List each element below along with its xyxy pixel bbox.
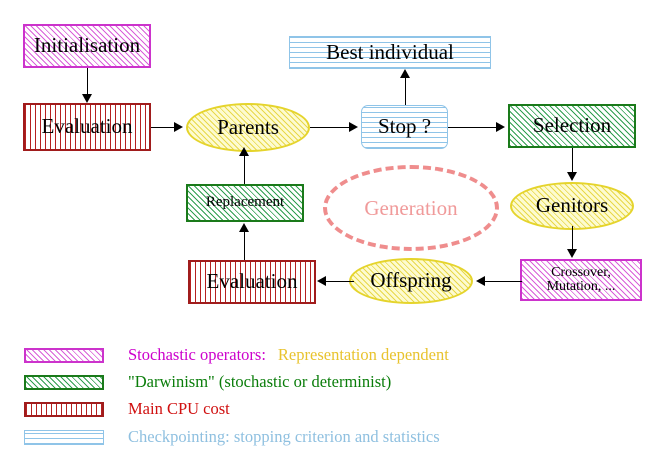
node-best-individual[interactable]: Best individual: [289, 36, 491, 69]
generation-label: Generation: [364, 195, 458, 220]
node-evaluation-top[interactable]: Evaluation: [23, 103, 151, 151]
generation-region: Generation: [323, 165, 499, 251]
edge-genitors-to-crossover: [572, 226, 573, 250]
edge-eval-to-replacement: [244, 232, 245, 260]
node-parents-label: Parents: [217, 114, 279, 139]
legend-swatch-magenta-diagonal-hatch: [24, 347, 104, 363]
legend-row-stochastic: Stochastic operators: Representation dep…: [0, 344, 449, 366]
edge-init-to-eval: [87, 68, 88, 96]
edge-replacement-to-parents-arrowhead: [239, 147, 249, 156]
legend-label-checkpointing: Checkpointing: stopping criterion and st…: [128, 427, 440, 446]
node-evaluation-bottom[interactable]: Evaluation: [188, 260, 316, 304]
edge-selection-to-genitors: [572, 148, 573, 174]
legend-label-stochastic: Stochastic operators:: [128, 345, 266, 364]
legend-row-darwinism: "Darwinism" (stochastic or determinist): [0, 371, 391, 393]
edge-genitors-to-crossover-arrowhead: [567, 249, 577, 258]
edge-stop-to-best: [405, 78, 406, 105]
node-best-individual-label: Best individual: [326, 39, 454, 64]
edge-parents-to-stop: [310, 127, 351, 128]
node-stop-label: Stop ?: [377, 114, 432, 139]
node-offspring-label: Offspring: [370, 268, 452, 293]
node-crossover-line2: Mutation, ...: [546, 279, 616, 294]
node-offspring[interactable]: Offspring: [349, 258, 473, 304]
edge-offspring-to-eval: [326, 281, 354, 282]
edge-selection-to-genitors-arrowhead: [567, 172, 577, 181]
legend-label-cpu-cost: Main CPU cost: [128, 399, 230, 418]
node-selection[interactable]: Selection: [508, 104, 636, 148]
node-selection-label: Selection: [532, 113, 612, 138]
edge-crossover-to-offspring: [484, 281, 522, 282]
legend-swatch-blue-horizontal-hatch: [24, 429, 104, 445]
edge-eval-to-parents-arrowhead: [174, 122, 183, 132]
legend-row-checkpointing: Checkpointing: stopping criterion and st…: [0, 426, 440, 448]
edge-stop-to-selection-arrowhead: [496, 122, 505, 132]
node-stop[interactable]: Stop ?: [361, 105, 448, 149]
edge-replacement-to-parents: [244, 152, 245, 184]
legend-label-darwinism: "Darwinism" (stochastic or determinist): [128, 372, 392, 391]
edge-eval-to-parents: [151, 127, 176, 128]
node-replacement[interactable]: Replacement: [186, 184, 304, 222]
node-initialisation[interactable]: Initialisation: [23, 24, 151, 68]
edge-crossover-to-offspring-arrowhead: [476, 276, 485, 286]
node-genitors[interactable]: Genitors: [510, 182, 634, 230]
node-evaluation-bottom-label: Evaluation: [206, 269, 298, 294]
edge-parents-to-stop-arrowhead: [349, 122, 358, 132]
legend-swatch-red-vertical-hatch: [24, 401, 104, 417]
node-crossover-mutation[interactable]: Crossover, Mutation, ...: [520, 259, 642, 301]
edge-stop-to-selection: [448, 127, 498, 128]
legend-row-cpu-cost: Main CPU cost: [0, 398, 230, 420]
edge-stop-to-best-arrowhead: [400, 69, 410, 78]
node-evaluation-top-label: Evaluation: [41, 114, 133, 139]
legend-swatch-green-diagonal-hatch: [24, 374, 104, 390]
node-replacement-label: Replacement: [205, 194, 285, 211]
node-genitors-label: Genitors: [535, 193, 609, 218]
node-initialisation-label: Initialisation: [33, 33, 141, 58]
edge-init-to-eval-arrowhead: [82, 94, 92, 103]
node-parents[interactable]: Parents: [186, 103, 310, 152]
edge-eval-to-replacement-arrowhead: [239, 223, 249, 232]
node-crossover-line1: Crossover,: [551, 264, 611, 280]
legend-label-representation: Representation dependent: [277, 345, 449, 364]
edge-offspring-to-eval-arrowhead: [317, 276, 326, 286]
